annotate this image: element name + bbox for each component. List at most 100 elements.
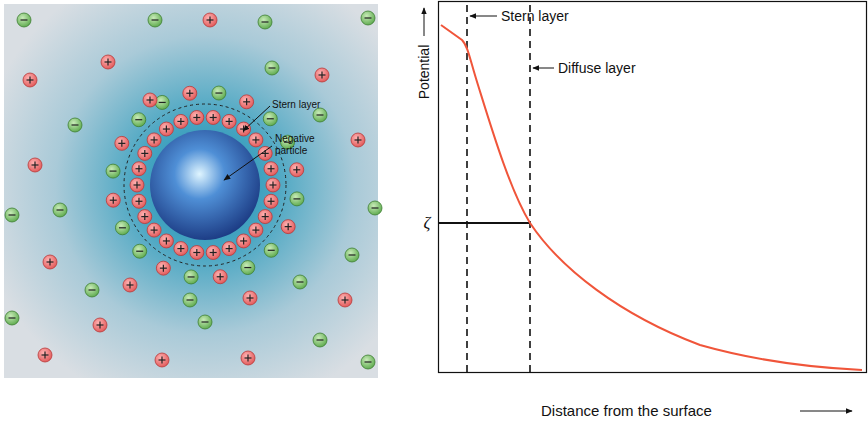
cation (290, 163, 304, 177)
cation (264, 194, 278, 208)
cation (138, 210, 152, 224)
anion (212, 86, 226, 100)
anion (313, 333, 327, 347)
zeta-line (438, 222, 530, 224)
potential-curve (441, 25, 862, 370)
cation (281, 220, 295, 234)
cation (240, 95, 254, 109)
anion (68, 118, 82, 132)
anion (345, 248, 359, 262)
cation (23, 73, 37, 87)
anion (148, 13, 162, 27)
cation (159, 234, 173, 248)
anion (313, 108, 327, 122)
cation (155, 353, 169, 367)
axis-title: Potential (416, 45, 432, 99)
region-label: Stern layer (501, 8, 569, 24)
part-label: Negative particle (275, 133, 331, 156)
cation (258, 146, 272, 160)
cation (183, 86, 197, 100)
anion (17, 13, 31, 27)
region-label: Diffuse layer (558, 60, 636, 76)
anion (241, 261, 255, 275)
cation (115, 136, 129, 150)
anion (183, 293, 197, 307)
cation (222, 242, 236, 256)
cation (206, 110, 220, 124)
anion (85, 283, 99, 297)
cation (206, 246, 220, 260)
cation (93, 318, 107, 332)
axis-arrow (800, 411, 852, 412)
anion (155, 95, 169, 109)
cation (43, 255, 57, 269)
cation (147, 223, 161, 237)
cation (213, 270, 227, 284)
anion (265, 61, 279, 75)
anion (184, 270, 198, 284)
part-label: Stern layer (272, 99, 320, 111)
anion (198, 315, 212, 329)
cation (130, 178, 144, 192)
cation (132, 194, 146, 208)
cation (222, 114, 236, 128)
leader-line (243, 106, 270, 131)
cation (315, 68, 329, 82)
anion (258, 15, 272, 29)
cation (174, 114, 188, 128)
cation (123, 278, 137, 292)
cation (266, 178, 280, 192)
leader-arrow (470, 16, 497, 17)
stern-boundary (124, 104, 286, 266)
shear-plane (529, 5, 531, 372)
cation (147, 133, 161, 147)
anion (290, 192, 304, 206)
cation (156, 261, 170, 275)
cation (338, 293, 352, 307)
anion (361, 355, 375, 369)
cation (249, 223, 263, 237)
cation (351, 133, 365, 147)
zeta-symbol: ζ (424, 213, 431, 233)
cation (28, 158, 42, 172)
anion (361, 11, 375, 25)
cation (101, 55, 115, 69)
anion (115, 221, 129, 235)
anion (368, 201, 382, 215)
cation (174, 242, 188, 256)
anion (53, 203, 67, 217)
anion (263, 112, 277, 126)
cation (241, 351, 255, 365)
cation (237, 234, 251, 248)
plot-frame (439, 2, 867, 373)
anion (133, 244, 147, 258)
cation (159, 122, 173, 136)
cation (237, 122, 251, 136)
cation (38, 348, 52, 362)
solution-ground (4, 4, 378, 378)
anion (5, 311, 19, 325)
anion (5, 208, 19, 222)
cation (249, 133, 263, 147)
stern-plane (466, 5, 468, 372)
anion (264, 243, 278, 257)
axis-arrow (424, 8, 425, 36)
leader-arrow (533, 68, 554, 69)
cation (138, 146, 152, 160)
axis-title: Distance from the surface (541, 402, 712, 419)
cation (258, 210, 272, 224)
cation (203, 13, 217, 27)
cation (143, 93, 157, 107)
ion-cloud (5, 11, 382, 369)
cation (190, 246, 204, 260)
cation (106, 193, 120, 207)
anion (293, 275, 307, 289)
leader-line (224, 146, 272, 180)
cation (132, 162, 146, 176)
anion (132, 113, 146, 127)
cation (190, 110, 204, 124)
cation (264, 162, 278, 176)
negative-particle (150, 130, 260, 240)
cation (243, 291, 257, 305)
